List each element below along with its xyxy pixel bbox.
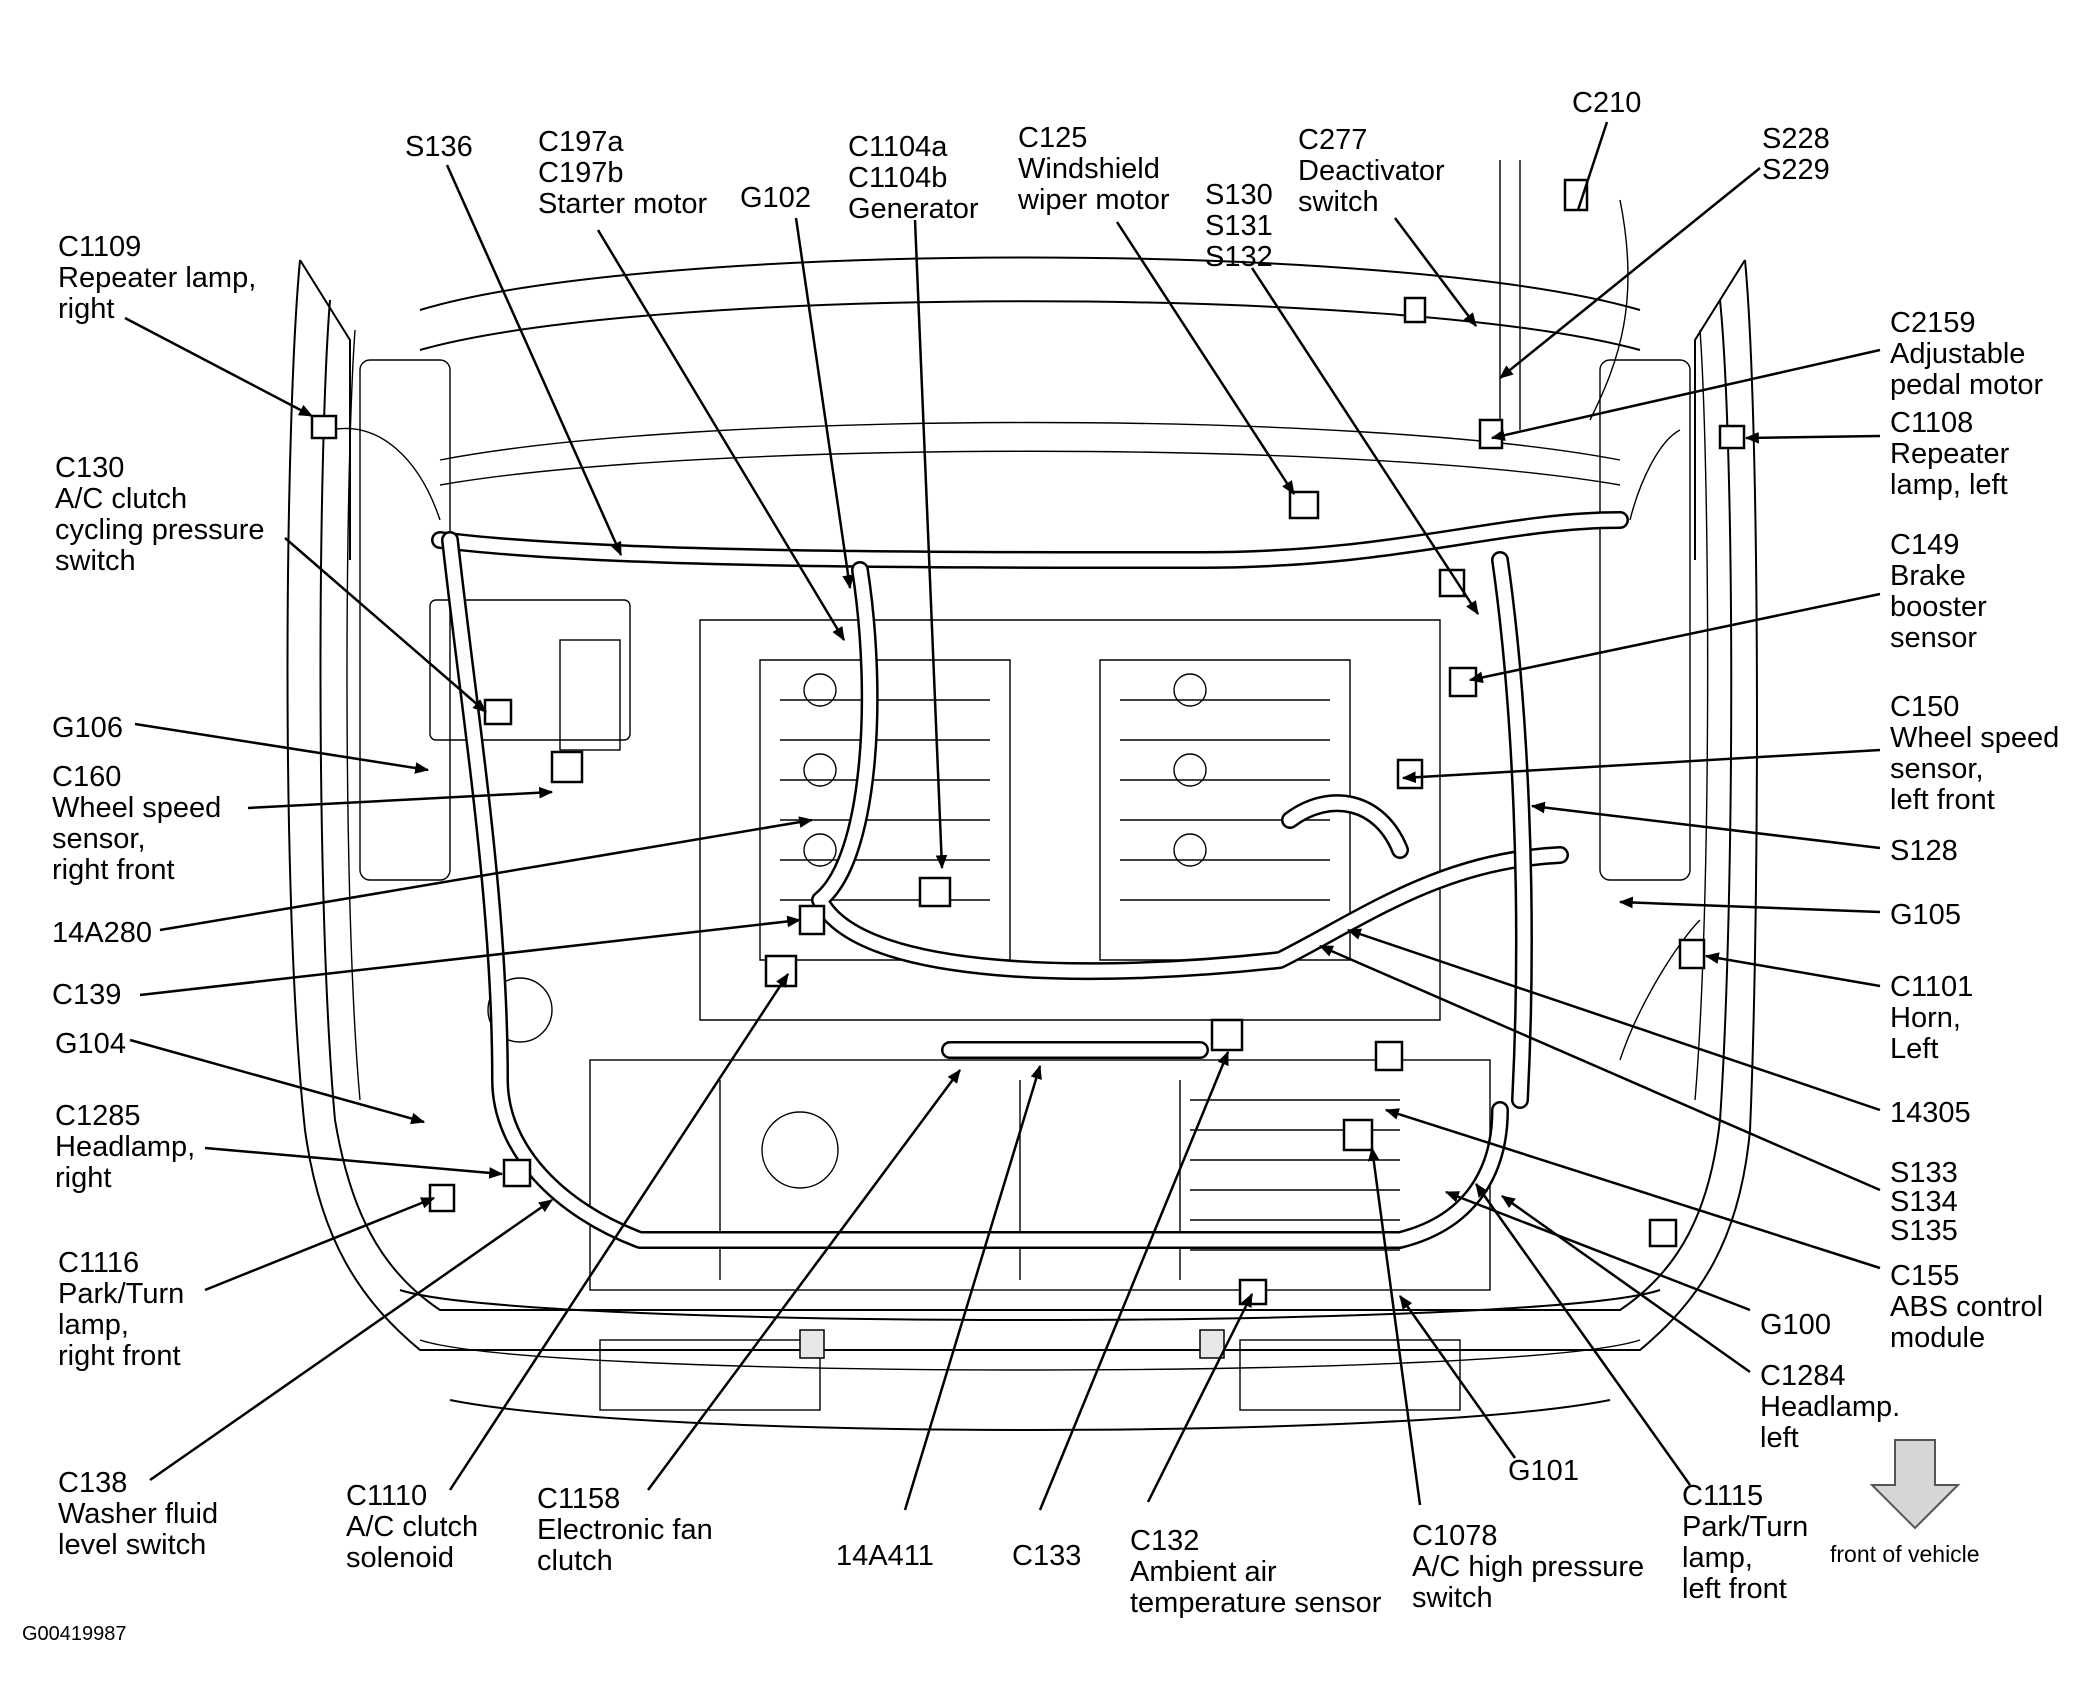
leader-g102 (794, 217, 854, 590)
leader-c132 (1146, 1292, 1254, 1503)
leader-c139 (139, 915, 802, 997)
leader-c1078 (1367, 1146, 1422, 1506)
label-c1104: C1104a C1104b Generator (848, 131, 979, 225)
label-c138: C138 Washer fluid level switch (58, 1467, 226, 1561)
leader-14a280 (159, 816, 814, 932)
leader-c1158 (646, 1069, 962, 1491)
label-g106: G106 (52, 712, 123, 744)
leader-14a411 (903, 1064, 1042, 1511)
leader-lines (124, 121, 1881, 1511)
front-of-vehicle-label: front of vehicle (1830, 1541, 1980, 1567)
vehicle-outline (286, 256, 1758, 1431)
leader-c197 (596, 229, 846, 642)
leader-s228 (1499, 167, 1761, 379)
leader-c1115 (1474, 1183, 1692, 1486)
label-c130: C130 A/C clutch cycling pressure switch (55, 452, 273, 577)
front-arrow-icon (1869, 1439, 1961, 1530)
leader-c133 (1038, 1050, 1230, 1511)
label-c1158: C1158 Electronic fan clutch (537, 1483, 721, 1577)
leader-c1116 (204, 1196, 436, 1292)
leader-g101 (1398, 1295, 1517, 1459)
label-c197: C197a C197b Starter motor (538, 126, 708, 220)
leader-c2159 (1490, 348, 1881, 441)
label-s128: S128 (1890, 835, 1958, 867)
wiring-harness (329, 160, 1701, 1249)
leader-c150 (1401, 748, 1881, 784)
leader-c149 (1468, 592, 1881, 684)
label-s130: S130 S131 S132 (1205, 179, 1281, 273)
callout-labels: C1109 Repeater lamp, right S136 C197a C1… (52, 87, 2067, 1619)
label-s228: S228 S229 (1762, 123, 1838, 186)
label-c133: C133 (1012, 1540, 1081, 1572)
label-14305: 14305 (1890, 1097, 1971, 1129)
leader-c277 (1394, 217, 1477, 327)
leader-s136 (445, 164, 623, 557)
label-g100: G100 (1760, 1309, 1831, 1341)
leader-s133 (1318, 944, 1881, 1192)
label-c2159: C2159 Adjustable pedal motor (1890, 307, 2043, 401)
label-c1108: C1108 Repeater lamp, left (1890, 407, 2017, 501)
leader-g105 (1618, 896, 1881, 914)
label-g101: G101 (1508, 1455, 1579, 1487)
leader-c210 (1576, 121, 1609, 211)
label-c277: C277 Deactivator switch (1298, 124, 1453, 218)
label-c132: C132 Ambient air temperature sensor (1130, 1525, 1382, 1619)
label-14a411: 14A411 (836, 1540, 934, 1572)
label-g102: G102 (740, 182, 811, 214)
leader-g100 (1444, 1190, 1751, 1312)
label-c1115: C1115 Park/Turn lamp, left front (1682, 1480, 1816, 1605)
label-c149: C149 Brake booster sensor (1890, 529, 1995, 654)
label-c1110: C1110 A/C clutch solenoid (346, 1480, 486, 1574)
leader-g104 (129, 1038, 426, 1125)
label-c1284: C1284 Headlamp. left (1760, 1360, 1908, 1454)
label-14a280: 14A280 (52, 917, 152, 949)
label-c1078: C1078 A/C high pressure switch (1412, 1520, 1652, 1614)
label-c139: C139 (52, 979, 121, 1011)
leader-c1284 (1501, 1194, 1751, 1374)
label-s136: S136 (405, 131, 473, 163)
leader-c130 (284, 537, 487, 713)
figure-id: G00419987 (22, 1623, 127, 1645)
label-c160: C160 Wheel speed sensor, right front (52, 761, 229, 886)
leader-c1101 (1704, 952, 1881, 988)
leader-c1110 (448, 973, 790, 1491)
label-c155: C155 ABS control module (1890, 1260, 2051, 1354)
label-c1109: C1109 Repeater lamp, right (58, 231, 264, 325)
front-of-vehicle-indicator: front of vehicle (1830, 1439, 1980, 1567)
leader-c160 (247, 786, 554, 810)
label-g105: G105 (1890, 899, 1961, 931)
label-s133: S133 S134 S135 (1890, 1157, 1966, 1247)
leader-c1285 (204, 1146, 504, 1179)
label-c125: C125 Windshield wiper motor (1017, 122, 1170, 216)
leader-c155 (1384, 1108, 1881, 1270)
leader-c138 (149, 1198, 553, 1482)
label-c1116: C1116 Park/Turn lamp, right front (58, 1247, 192, 1372)
leader-g106 (134, 722, 430, 774)
label-c1285: C1285 Headlamp, right (55, 1100, 203, 1194)
label-c210: C210 (1572, 87, 1641, 119)
leader-s128 (1530, 801, 1881, 850)
label-g104: G104 (55, 1028, 126, 1060)
label-c150: C150 Wheel speed sensor, left front (1890, 691, 2067, 816)
leader-c1108 (1744, 431, 1881, 444)
leader-c125 (1115, 221, 1296, 495)
leader-c1109 (124, 316, 314, 418)
connectors (310, 178, 1746, 1306)
leader-c1104 (913, 219, 948, 870)
leader-14305 (1346, 928, 1881, 1112)
leader-s130 (1250, 267, 1480, 615)
label-c1101: C1101 Horn, Left (1890, 971, 1981, 1065)
